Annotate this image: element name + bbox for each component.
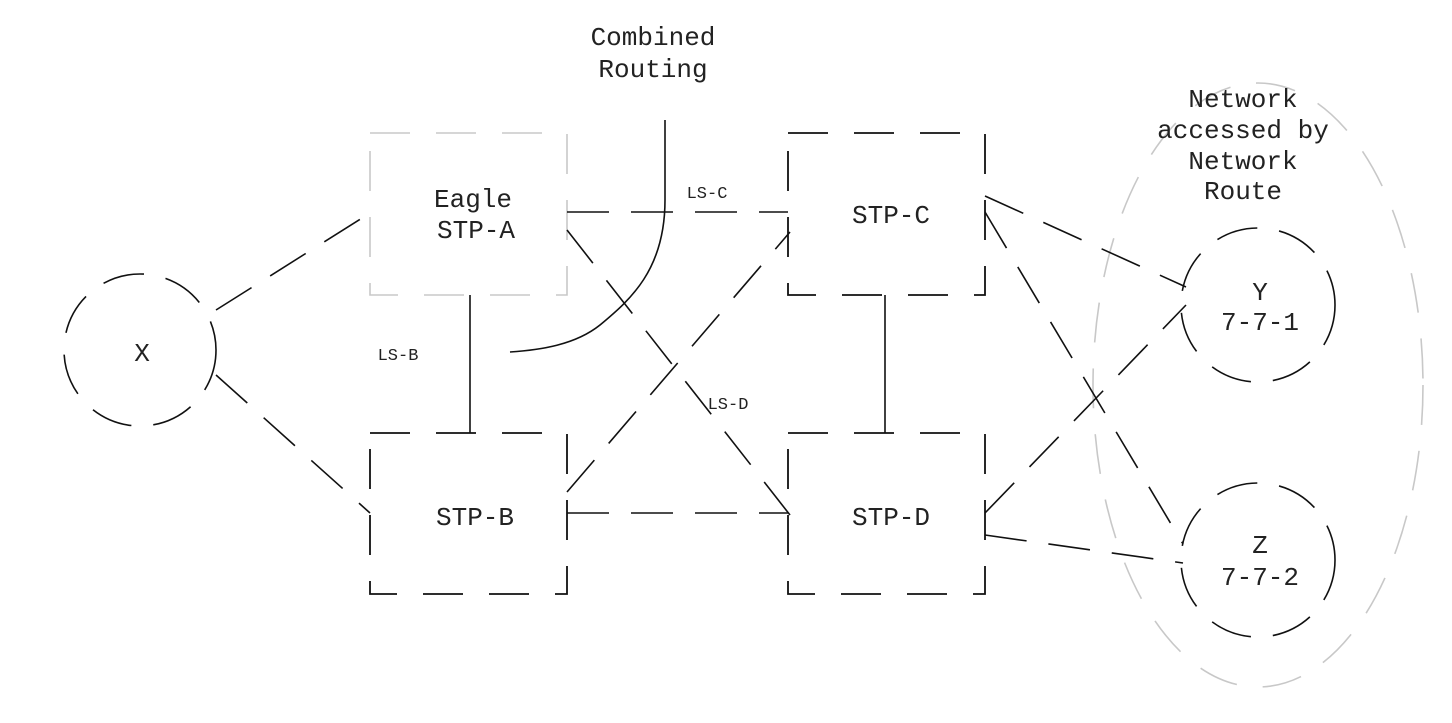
network-label-line4: Route — [1204, 177, 1282, 207]
z-node-address: 7-7-2 — [1221, 563, 1299, 593]
y-node-label: Y — [1252, 278, 1268, 308]
link-x-stp-a — [215, 212, 371, 311]
network-label-line1: Network — [1188, 85, 1297, 115]
link-x-stp-b — [215, 374, 371, 514]
ls-c-label: LS-C — [687, 185, 728, 204]
stp-a-box — [369, 132, 568, 296]
combined-routing-label-line1: Combined — [591, 23, 716, 53]
x-node-circle — [63, 273, 217, 427]
ls-d-label: LS-D — [708, 396, 749, 415]
combined-routing-label-line2: Routing — [598, 55, 707, 85]
stp-d-box — [787, 432, 986, 595]
y-node-address: 7-7-1 — [1221, 308, 1299, 338]
link-stp-a-stp-d — [566, 229, 791, 516]
link-stp-c-z — [984, 211, 1184, 545]
x-node-label: X — [134, 339, 150, 369]
link-stp-d-z — [984, 534, 1184, 564]
network-region-ellipse — [1092, 82, 1424, 688]
stp-b-label: STP-B — [436, 503, 514, 533]
ls-b-label: LS-B — [378, 347, 419, 366]
link-stp-c-y — [984, 195, 1187, 288]
network-label-line3: Network — [1188, 147, 1297, 177]
network-label-line2: accessed by — [1157, 116, 1329, 146]
stp-a-label-line2: STP-A — [437, 216, 515, 246]
combined-routing-curve — [509, 120, 666, 353]
y-node-circle — [1180, 227, 1336, 383]
stp-c-box — [787, 132, 986, 296]
link-stp-b-stp-c — [566, 231, 791, 493]
stp-c-label: STP-C — [852, 201, 930, 231]
link-stp-d-y — [984, 304, 1187, 514]
stp-d-label: STP-D — [852, 503, 930, 533]
z-node-circle — [1180, 482, 1336, 638]
stp-a-label-line1: Eagle — [434, 185, 512, 215]
z-node-label: Z — [1252, 531, 1268, 561]
